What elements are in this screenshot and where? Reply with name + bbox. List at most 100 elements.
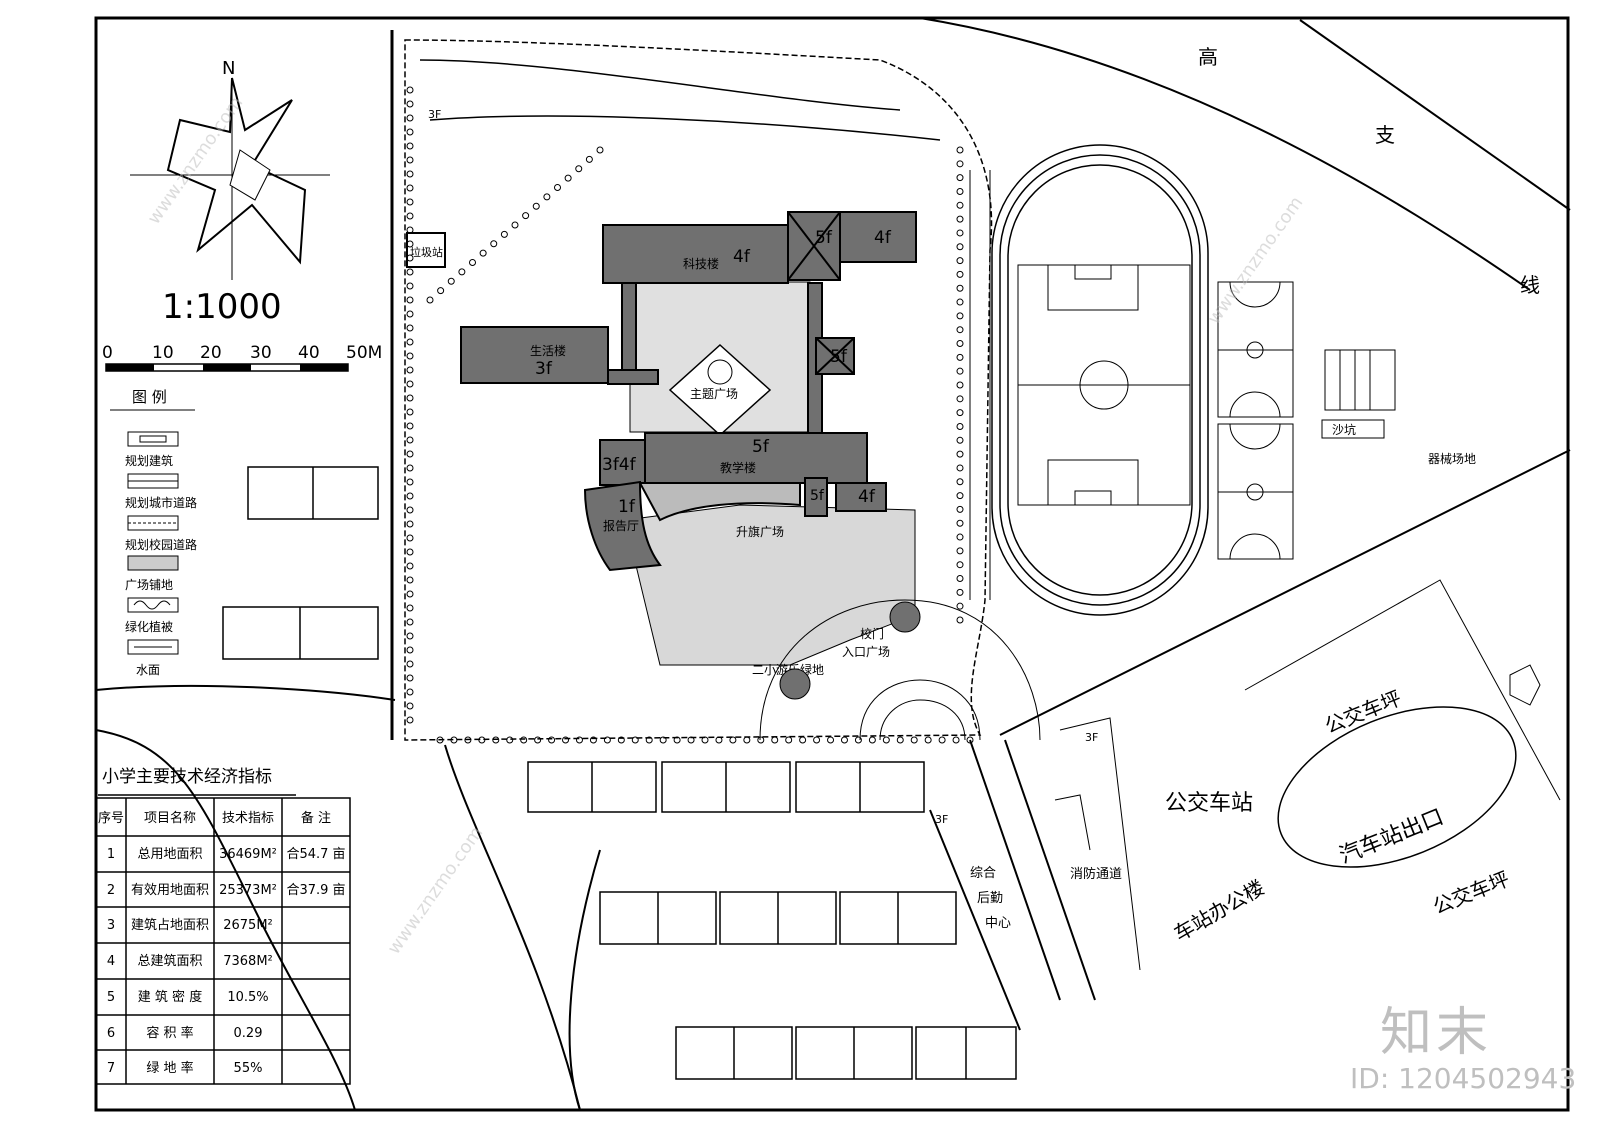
tree-icon <box>406 576 414 584</box>
table-cell: 10.5% <box>227 990 268 1005</box>
tree-icon <box>956 533 964 541</box>
tree-icon <box>956 243 964 251</box>
label-station-office: 车站办公楼 <box>1170 875 1269 946</box>
label-4f-a: 4f <box>874 228 892 248</box>
tree-icon <box>757 736 765 744</box>
tree-icon <box>406 100 414 108</box>
table-cell: 绿 地 率 <box>146 1060 193 1076</box>
legend-green: 绿化植被 <box>125 619 173 634</box>
tree-icon <box>406 198 414 206</box>
tree-icon <box>479 249 487 257</box>
label-tech-4f: 4f <box>733 247 751 267</box>
tree-icon <box>469 259 476 266</box>
tree-icon <box>956 215 964 223</box>
tree-icon <box>956 201 964 209</box>
tree-icon <box>426 296 434 304</box>
tree-icon <box>406 128 414 136</box>
tree-icon <box>617 736 625 744</box>
tree-icon <box>956 436 964 444</box>
tree-icon <box>673 736 681 744</box>
tree-icon <box>687 736 695 744</box>
tree-icon <box>956 422 964 430</box>
label-theme-plaza: 主题广场 <box>690 387 738 401</box>
tree-icon <box>882 736 890 744</box>
tree-icon <box>785 736 793 744</box>
tree-icon <box>956 464 964 472</box>
tree-icon <box>534 736 542 744</box>
tree-icon <box>729 736 737 744</box>
table-cell: 有效用地面积 <box>131 883 209 898</box>
label-equipment: 器械场地 <box>1428 451 1476 466</box>
link-corridor <box>621 282 637 384</box>
tree-icon <box>596 146 604 154</box>
tree-icon <box>585 155 593 163</box>
tree-icon <box>715 736 723 744</box>
tree-icon <box>406 590 414 598</box>
table-cell: 5 <box>107 990 115 1005</box>
label-gate: 校门 <box>860 626 884 641</box>
tree-icon <box>924 736 932 744</box>
left-buildings <box>222 466 379 660</box>
tree-icon <box>956 492 964 500</box>
tree-icon <box>631 736 639 744</box>
tree-icon <box>406 464 414 472</box>
tree-icon <box>450 736 458 744</box>
gate-pillar-right <box>889 601 921 633</box>
bus-station-area <box>1054 579 1561 971</box>
table-header-cell: 技术指标 <box>222 811 274 826</box>
tree-icon <box>813 736 821 744</box>
tree-icon <box>406 408 414 416</box>
legend-plaza: 广场铺地 <box>125 578 173 592</box>
tree-icon <box>406 296 414 304</box>
tree-icon <box>956 519 964 527</box>
tree-rows <box>406 86 974 744</box>
tree-icon <box>701 736 709 744</box>
tree-icon <box>896 736 904 744</box>
running-track <box>991 144 1209 616</box>
tree-icon <box>589 736 597 744</box>
table-cell: 合37.9 亩 <box>286 882 345 898</box>
watermark-id: ID: 1204502943 <box>1350 1062 1577 1095</box>
label-teaching-5f: 5f <box>752 437 770 457</box>
label-teaching-building: 教学楼 <box>720 460 756 475</box>
watermark-logo: 知末 <box>1380 1003 1493 1063</box>
tree-icon <box>500 230 508 238</box>
label-4f-c: 4f <box>858 487 876 507</box>
table-cell: 建筑占地面积 <box>131 917 209 933</box>
table-cell: 4 <box>107 954 115 969</box>
tree-icon <box>406 660 414 668</box>
tree-icon <box>437 287 445 295</box>
label-report-hall: 报告厅 <box>603 518 639 533</box>
tree-icon <box>406 142 414 150</box>
label-report-1f: 1f <box>618 497 636 517</box>
tree-icon <box>956 588 964 596</box>
label-entrance-plaza: 入口广场 <box>842 645 890 659</box>
tree-icon <box>406 534 414 542</box>
scale-tick-10: 10 <box>152 343 174 363</box>
report-hall <box>583 480 662 572</box>
scale-tick-30: 30 <box>250 343 272 363</box>
campus-boundary <box>404 39 993 741</box>
label-houqin: 后勤 <box>977 891 1003 906</box>
tree-icon <box>532 202 540 210</box>
tree-icon <box>406 674 414 682</box>
table-cell: 7368M² <box>223 954 273 969</box>
table-cell: 6 <box>107 1026 115 1041</box>
table-cell: 7 <box>107 1061 115 1076</box>
tree-icon <box>956 340 964 348</box>
tree-icon <box>406 492 414 500</box>
tree-icon <box>406 394 414 402</box>
equipment-area <box>1321 349 1396 439</box>
road-name-zhi: 支 <box>1375 123 1395 147</box>
tree-icon <box>956 547 964 555</box>
label-zonghe: 综合 <box>970 866 996 881</box>
tree-icon <box>956 478 964 486</box>
tree-icon <box>956 616 964 624</box>
teaching-3f4f <box>599 439 646 486</box>
tree-icon <box>492 736 500 744</box>
tree-icon <box>956 505 964 513</box>
label-tech-building: 科技楼 <box>683 256 719 271</box>
tree-icon <box>406 436 414 444</box>
tree-icon <box>645 736 653 744</box>
tree-icon <box>406 478 414 486</box>
